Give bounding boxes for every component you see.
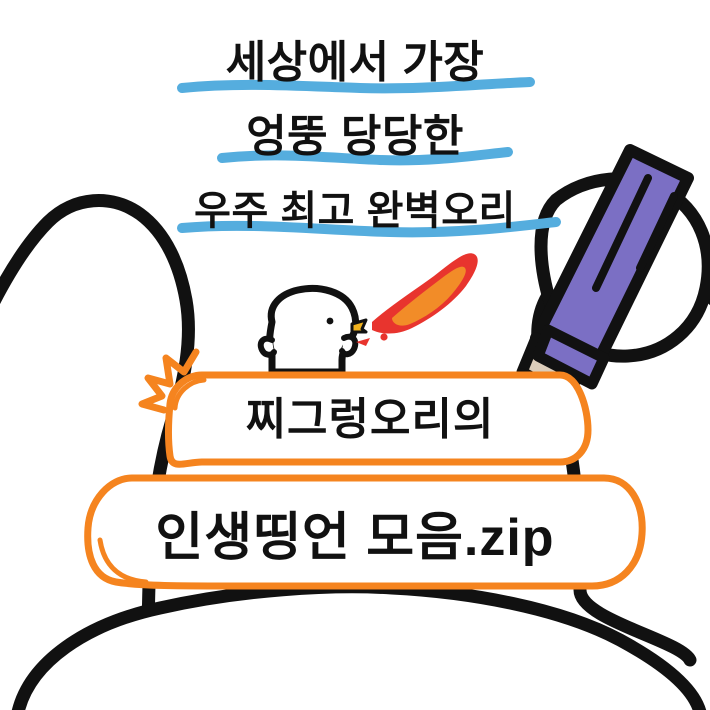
headline-underline-3 [177,217,561,238]
pencil-grip-segment [532,324,610,390]
title-box-2 [84,474,646,590]
title-box-1-sketch [172,377,207,411]
headline-line-2: 엉뚱 당당한 [246,112,464,161]
title-box-2-text: 인생띵언 모음.zip [155,509,555,567]
title-box-1-text: 찌그렁오리의 [245,395,495,444]
headline-line-3: 우주 최고 완벽오리 [194,189,516,233]
orange-spark-icon [138,348,200,414]
duck-character-icon [257,284,368,376]
title-box-2-sketch [97,537,149,585]
fire-breath-icon [356,253,478,346]
headline-line-1: 세상에서 가장 [225,38,485,87]
title-box-1 [165,371,592,468]
headline-underline-1 [177,77,535,94]
headline-underline-2 [217,147,513,166]
